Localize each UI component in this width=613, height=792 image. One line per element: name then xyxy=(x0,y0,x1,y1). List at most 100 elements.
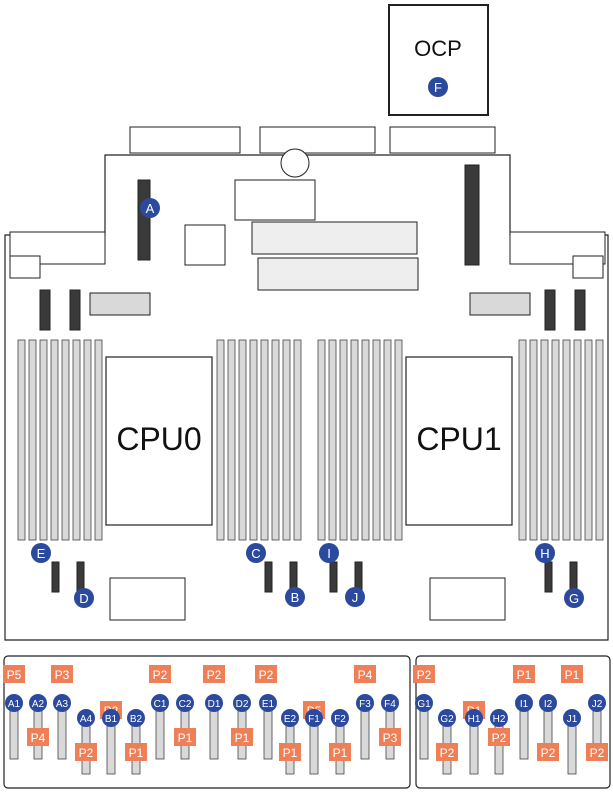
power-tag-label: P2 xyxy=(541,746,556,760)
slot-a3 xyxy=(57,710,67,760)
port-a3: A3 xyxy=(53,694,71,712)
dimm-slots xyxy=(17,339,604,541)
marker-c-label: C xyxy=(251,546,260,561)
power-tag: P2 xyxy=(203,665,225,683)
power-tag: P3 xyxy=(51,665,73,683)
port-b1: B1 xyxy=(102,709,120,727)
slot-j1 xyxy=(567,725,577,775)
ocp-marker xyxy=(428,77,448,97)
power-tag-label: P1 xyxy=(565,668,580,682)
power-tag: P4 xyxy=(27,728,49,746)
port-j1: J1 xyxy=(563,709,581,727)
slot-f1 xyxy=(309,725,319,775)
port-label: J1 xyxy=(567,714,578,725)
lower-connectors xyxy=(51,561,578,621)
power-tag-label: P1 xyxy=(129,746,144,760)
power-tag: P2 xyxy=(75,743,97,761)
power-tag: P4 xyxy=(354,665,376,683)
dimm-bank-left-outer xyxy=(17,339,103,541)
port-f3: F3 xyxy=(356,694,374,712)
board-components xyxy=(9,148,604,331)
port-label: A3 xyxy=(56,699,69,710)
port-a2: A2 xyxy=(29,694,47,712)
power-tag-label: P2 xyxy=(492,731,507,745)
power-tag-label: P1 xyxy=(283,746,298,760)
slot-a1 xyxy=(9,710,19,760)
marker-g-label: G xyxy=(569,591,579,606)
port-label: H1 xyxy=(468,714,481,725)
marker-a-label: A xyxy=(146,201,155,216)
port-label: E2 xyxy=(284,714,297,725)
power-tag-label: P1 xyxy=(178,731,193,745)
power-tag-label: P2 xyxy=(417,668,432,682)
power-tag-label: P4 xyxy=(31,731,46,745)
power-tag: P1 xyxy=(231,728,253,746)
marker-b: B xyxy=(285,587,305,607)
port-c1: C1 xyxy=(151,694,169,712)
port-label: F2 xyxy=(334,714,346,725)
port-label: D1 xyxy=(208,699,221,710)
power-tag: P1 xyxy=(513,665,535,683)
cpu1-label: CPU1 xyxy=(416,421,501,457)
marker-d: D xyxy=(74,588,94,608)
port-label: C1 xyxy=(154,699,167,710)
port-label: B2 xyxy=(130,714,143,725)
power-tag: P1 xyxy=(561,665,583,683)
port-f2: F2 xyxy=(331,709,349,727)
power-tag: P5 xyxy=(3,665,25,683)
power-tag-label: P2 xyxy=(79,746,94,760)
port-label: F3 xyxy=(359,699,371,710)
port-label: A2 xyxy=(32,699,45,710)
slot-h1 xyxy=(469,725,479,775)
power-tag-label: P2 xyxy=(590,746,605,760)
port-g2: G2 xyxy=(438,709,456,727)
port-label: G2 xyxy=(440,714,454,725)
power-tag-label: P2 xyxy=(207,668,222,682)
power-tag-label: P2 xyxy=(259,668,274,682)
power-tag-label: P2 xyxy=(440,746,455,760)
power-tag: P2 xyxy=(149,665,171,683)
ocp-module: OCP F xyxy=(388,4,489,116)
port-i1: I1 xyxy=(515,694,533,712)
power-tag: P2 xyxy=(255,665,277,683)
port-label: F4 xyxy=(384,699,396,710)
slot-d1 xyxy=(209,710,219,760)
port-g1: G1 xyxy=(415,694,433,712)
port-d1: D1 xyxy=(205,694,223,712)
port-f4: F4 xyxy=(381,694,399,712)
bottom-panel-right xyxy=(415,655,611,789)
power-tag: P2 xyxy=(488,728,510,746)
power-tag-label: P4 xyxy=(358,668,373,682)
port-label: I1 xyxy=(520,699,529,710)
marker-i: I xyxy=(319,543,339,563)
marker-i-label: I xyxy=(327,546,331,561)
slot-i1 xyxy=(519,710,529,760)
power-tag: P2 xyxy=(436,743,458,761)
port-label: E1 xyxy=(262,699,275,710)
port-h2: H2 xyxy=(490,709,508,727)
port-label: G1 xyxy=(417,699,431,710)
port-d2: D2 xyxy=(233,694,251,712)
bottom-panel-left xyxy=(3,655,411,789)
port-j2: J2 xyxy=(588,694,606,712)
power-tag: P1 xyxy=(329,743,351,761)
port-label: F1 xyxy=(308,714,320,725)
marker-a: A xyxy=(140,198,160,218)
port-f1: F1 xyxy=(305,709,323,727)
marker-g: G xyxy=(564,588,584,608)
port-h1: H1 xyxy=(465,709,483,727)
port-e1: E1 xyxy=(259,694,277,712)
marker-c: C xyxy=(246,543,266,563)
port-label: C2 xyxy=(179,699,192,710)
power-tag: P1 xyxy=(125,743,147,761)
dimm-bank-right-outer xyxy=(518,339,604,541)
power-tag-label: P1 xyxy=(333,746,348,760)
cpu1-socket: CPU1 xyxy=(405,356,513,526)
port-label: I2 xyxy=(544,699,553,710)
port-label: A1 xyxy=(8,699,21,710)
ocp-title: OCP xyxy=(414,36,462,61)
dimm-bank-right-inner xyxy=(317,339,403,541)
slot-f3 xyxy=(360,710,370,760)
port-i2: I2 xyxy=(539,694,557,712)
